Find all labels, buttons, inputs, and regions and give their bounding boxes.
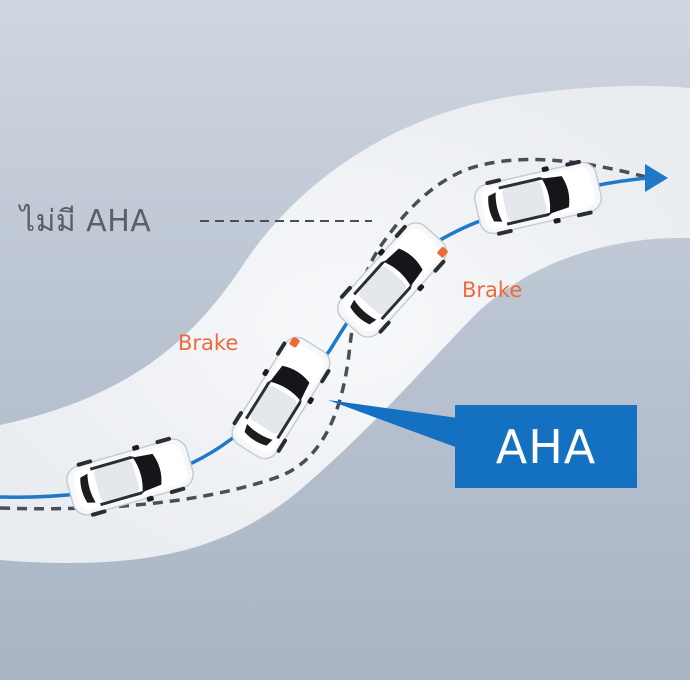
aha-label: AHA <box>495 419 597 474</box>
without-aha-label: ไม่มี AHA <box>20 204 152 239</box>
aha-callout-pointer <box>328 400 458 448</box>
brake-label-1: Brake <box>178 331 239 355</box>
aha-box: AHA <box>455 405 637 488</box>
brake-light-2 <box>437 247 448 258</box>
car-3 <box>328 213 456 347</box>
car-2 <box>222 329 340 467</box>
aha-path-arrowhead <box>645 164 668 192</box>
brake-light-1 <box>289 337 300 348</box>
brake-label-2: Brake <box>462 278 523 302</box>
